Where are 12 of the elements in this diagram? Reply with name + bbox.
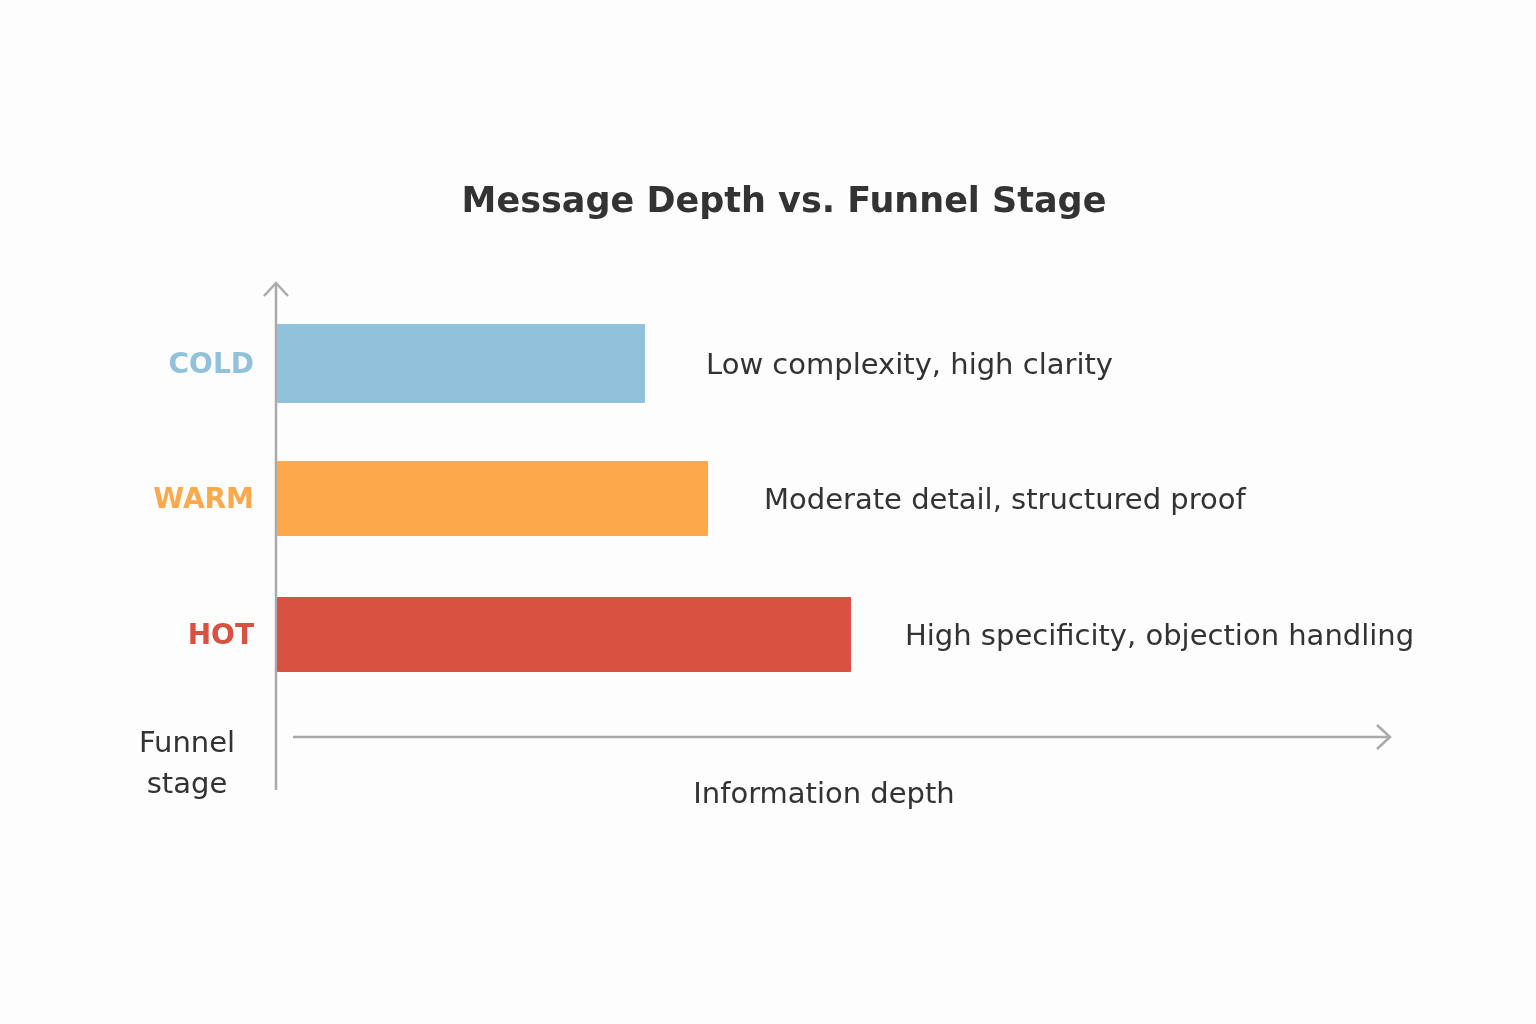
axis-title: Funnel stage <box>137 724 237 802</box>
bar-description: Moderate detail, structured proof <box>764 480 1246 518</box>
chart-title: Message Depth vs. Funnel Stage <box>460 180 1108 220</box>
stage-label: WARM <box>153 480 254 517</box>
bar-description: Low complexity, high clarity <box>706 345 1113 383</box>
stage-label: COLD <box>168 345 254 382</box>
bar <box>277 324 645 403</box>
stage-label: HOT <box>187 616 254 653</box>
bar-description: High specificity, objection handling <box>905 616 1415 654</box>
axis-title: Information depth <box>692 775 956 812</box>
bar <box>277 597 851 672</box>
bar <box>277 461 708 536</box>
